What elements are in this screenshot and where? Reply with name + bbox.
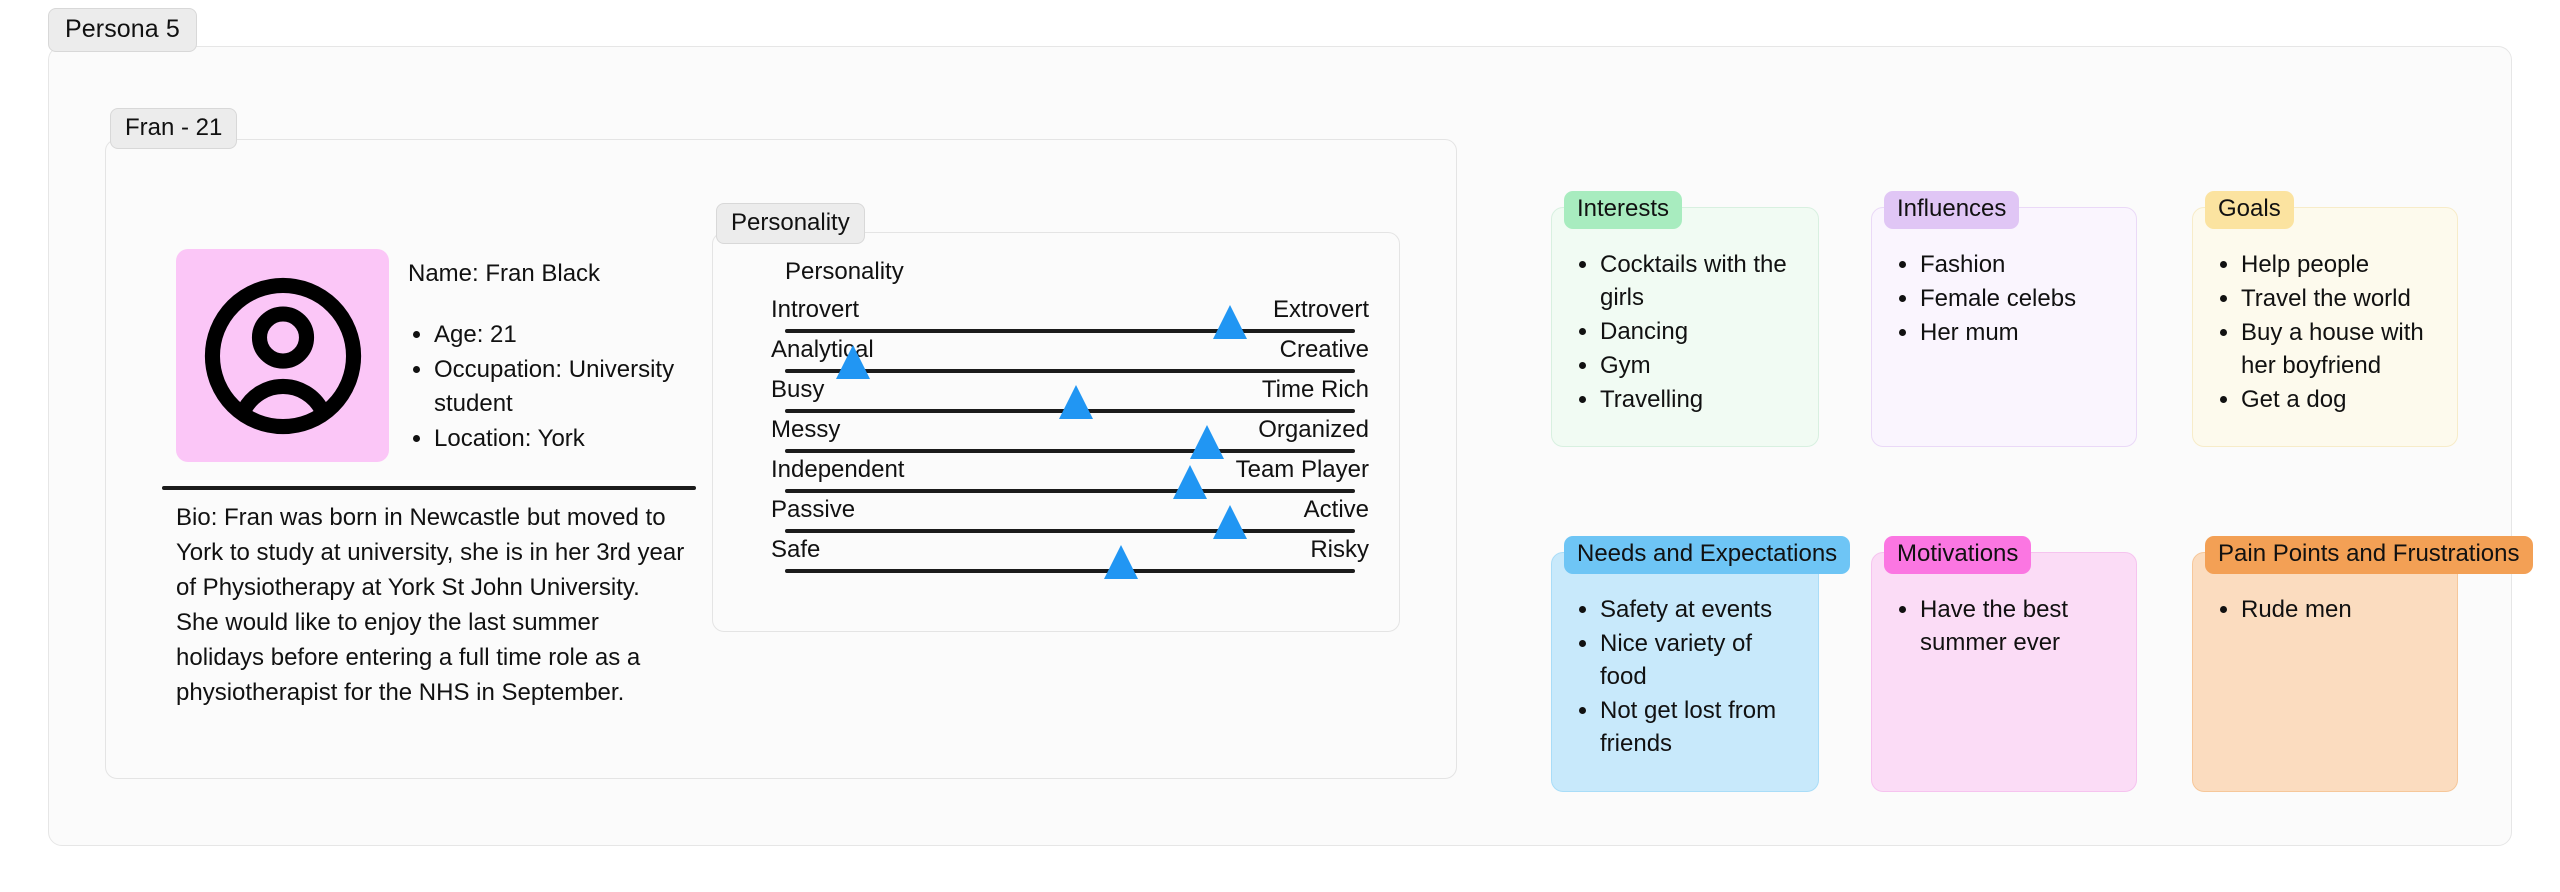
list-item: Gym bbox=[1600, 349, 1800, 382]
note-card[interactable]: InterestsCocktails with the girlsDancing… bbox=[1551, 191, 1819, 447]
note-card[interactable]: Pain Points and FrustrationsRude men bbox=[2192, 536, 2533, 792]
list-item: Age: 21 bbox=[434, 318, 708, 352]
scale-track[interactable] bbox=[785, 305, 1355, 339]
scale-labels: Passive Active bbox=[770, 498, 1370, 529]
list-item: Buy a house with her boyfriend bbox=[2241, 316, 2439, 382]
list-item: Her mum bbox=[1920, 316, 2118, 349]
note-items: FashionFemale celebsHer mum bbox=[1872, 208, 2136, 362]
profile-name: Name: Fran Black bbox=[408, 260, 601, 287]
scale-right-label: Extrovert bbox=[1272, 296, 1369, 323]
note-title-badge[interactable]: Needs and Expectations bbox=[1564, 536, 1851, 574]
personality-scale-row: Independent Team Player bbox=[770, 458, 1370, 499]
scale-right-label: Team Player bbox=[1235, 456, 1369, 483]
scale-right-label: Organized bbox=[1258, 416, 1369, 443]
list-item: Get a dog bbox=[2241, 383, 2439, 416]
note-items: Have the best summer ever bbox=[1872, 553, 2136, 672]
personality-tab-label[interactable]: Personality bbox=[716, 203, 865, 244]
list-item: Not get lost from friends bbox=[1600, 694, 1800, 760]
persona-tab-label[interactable]: Persona 5 bbox=[48, 8, 197, 52]
user-avatar-icon bbox=[204, 277, 361, 434]
scale-labels: Safe Risky bbox=[770, 538, 1370, 569]
scale-marker-triangle-icon[interactable] bbox=[1058, 385, 1093, 419]
scale-right-label: Active bbox=[1303, 496, 1369, 523]
scale-track[interactable] bbox=[785, 545, 1355, 579]
list-item: Rude men bbox=[2241, 593, 2439, 626]
scale-right-label: Risky bbox=[1310, 536, 1369, 563]
scale-left-label: Introvert bbox=[771, 296, 860, 323]
list-item: Cocktails with the girls bbox=[1600, 248, 1800, 314]
list-item: Female celebs bbox=[1920, 282, 2118, 315]
scale-left-label: Messy bbox=[771, 416, 841, 443]
avatar bbox=[176, 249, 389, 462]
note-title-badge[interactable]: Interests bbox=[1564, 191, 1683, 229]
note-card[interactable]: InfluencesFashionFemale celebsHer mum bbox=[1871, 191, 2137, 447]
scale-labels: Introvert Extrovert bbox=[770, 298, 1370, 329]
scale-marker-triangle-icon[interactable] bbox=[1189, 425, 1224, 459]
note-title-badge[interactable]: Pain Points and Frustrations bbox=[2205, 536, 2533, 574]
scale-track[interactable] bbox=[785, 465, 1355, 499]
scale-marker-triangle-icon[interactable] bbox=[1172, 465, 1207, 499]
profile-details: Age: 21 Occupation: University student L… bbox=[408, 318, 708, 457]
scale-track[interactable] bbox=[785, 345, 1355, 379]
note-items: Rude men bbox=[2193, 553, 2457, 639]
scale-left-label: Passive bbox=[771, 496, 856, 523]
scale-track[interactable] bbox=[785, 385, 1355, 419]
scale-left-label: Busy bbox=[771, 376, 825, 403]
note-title-badge[interactable]: Goals bbox=[2205, 191, 2294, 229]
profile-bio: Bio: Fran was born in Newcastle but move… bbox=[176, 504, 685, 707]
personality-scale-row: Safe Risky bbox=[770, 538, 1370, 579]
note-title-badge[interactable]: Influences bbox=[1884, 191, 2020, 229]
personality-scale-row: Busy Time Rich bbox=[770, 378, 1370, 419]
note-card[interactable]: MotivationsHave the best summer ever bbox=[1871, 536, 2137, 792]
bio-divider bbox=[162, 486, 696, 490]
scale-right-label: Time Rich bbox=[1261, 376, 1369, 403]
personality-heading: Personality bbox=[785, 258, 904, 285]
scale-left-label: Independent bbox=[771, 456, 905, 483]
scale-right-label: Creative bbox=[1279, 336, 1369, 363]
note-items: Cocktails with the girlsDancingGymTravel… bbox=[1552, 208, 1818, 430]
personality-scale-row: Introvert Extrovert bbox=[770, 298, 1370, 339]
scale-marker-triangle-icon[interactable] bbox=[1212, 305, 1247, 339]
scale-marker-triangle-icon[interactable] bbox=[1212, 505, 1247, 539]
scale-labels: Messy Organized bbox=[770, 418, 1370, 449]
scale-labels: Busy Time Rich bbox=[770, 378, 1370, 409]
persona-card-tab-label[interactable]: Fran - 21 bbox=[110, 108, 238, 149]
scale-marker-triangle-icon[interactable] bbox=[1104, 545, 1139, 579]
note-card[interactable]: Needs and ExpectationsSafety at eventsNi… bbox=[1551, 536, 1851, 792]
list-item: Help people bbox=[2241, 248, 2439, 281]
scale-marker-triangle-icon[interactable] bbox=[836, 345, 871, 379]
note-items: Safety at eventsNice variety of foodNot … bbox=[1552, 553, 1818, 774]
list-item: Location: York bbox=[434, 422, 708, 456]
personality-card bbox=[712, 232, 1400, 632]
list-item: Have the best summer ever bbox=[1920, 593, 2118, 659]
personality-scale-row: Passive Active bbox=[770, 498, 1370, 539]
note-card[interactable]: GoalsHelp peopleTravel the worldBuy a ho… bbox=[2192, 191, 2458, 447]
note-items: Help peopleTravel the worldBuy a house w… bbox=[2193, 208, 2457, 430]
list-item: Occupation: University student bbox=[434, 353, 708, 421]
list-item: Dancing bbox=[1600, 315, 1800, 348]
scale-labels: Independent Team Player bbox=[770, 458, 1370, 489]
scale-track[interactable] bbox=[785, 505, 1355, 539]
list-item: Travel the world bbox=[2241, 282, 2439, 315]
scale-left-label: Safe bbox=[771, 536, 821, 563]
personality-scale-row: Messy Organized bbox=[770, 418, 1370, 459]
note-title-badge[interactable]: Motivations bbox=[1884, 536, 2032, 574]
list-item: Nice variety of food bbox=[1600, 627, 1800, 693]
list-item: Fashion bbox=[1920, 248, 2118, 281]
scale-track[interactable] bbox=[785, 425, 1355, 459]
list-item: Travelling bbox=[1600, 383, 1800, 416]
list-item: Safety at events bbox=[1600, 593, 1800, 626]
